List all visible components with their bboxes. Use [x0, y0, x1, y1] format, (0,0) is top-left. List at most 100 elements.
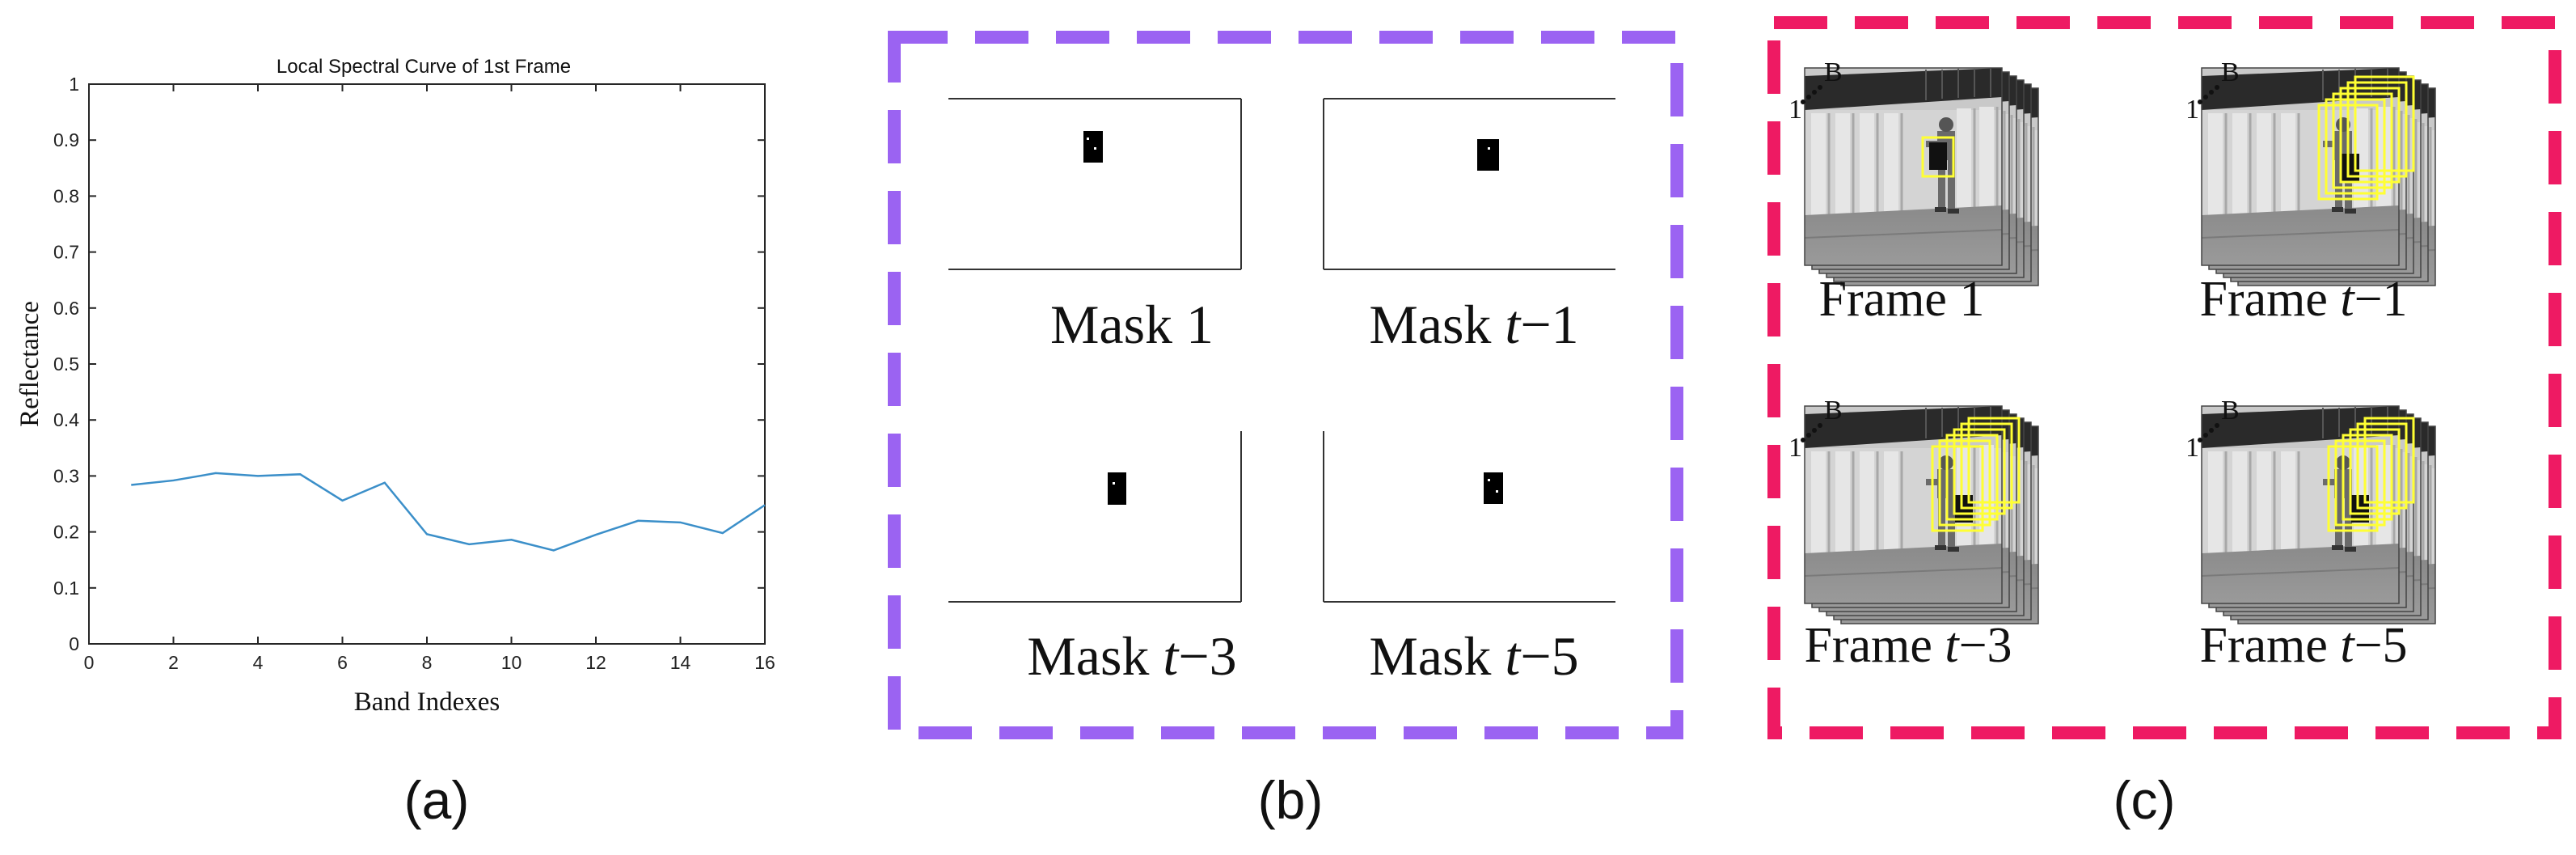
series: [131, 472, 766, 552]
mask-label-t-5: Mask t−5: [1369, 625, 1578, 687]
x-axis-label: Band Indexes: [354, 688, 500, 717]
frame-stack-1: 1B: [1788, 57, 2039, 286]
y-tick-label: 0.2: [53, 522, 79, 543]
mask-image-1: [948, 98, 1242, 270]
tracking-box: [2317, 104, 2379, 201]
y-tick-label: 0.1: [53, 578, 79, 599]
tracking-box: [1921, 136, 1955, 178]
y-tick-label: 0.4: [53, 409, 79, 430]
band-dot: [2215, 423, 2219, 428]
y-axis-label: Reflectance: [15, 301, 44, 427]
tracking-box: [2349, 428, 2401, 515]
x-tick-label: 8: [422, 652, 433, 673]
band-dot: [2198, 438, 2202, 442]
frame-label-t-5: Frame t−5: [2199, 618, 2407, 673]
frame-stack-t-5: 1B: [2185, 396, 2436, 624]
band-dot: [1812, 90, 1817, 95]
band-label-first: 1: [1788, 95, 1802, 125]
band-label-first: 1: [2185, 433, 2199, 463]
tracking-box: [1938, 439, 1991, 527]
mask-label-1: Mask 1: [1050, 294, 1214, 355]
tracking-box: [1931, 445, 1984, 532]
band-dot: [1812, 428, 1817, 433]
frame-label-t-3: Frame t−3: [1804, 618, 2012, 673]
x-tick-label: 2: [168, 652, 179, 673]
x-tick-label: 6: [337, 652, 348, 673]
tracking-box: [1945, 434, 1999, 521]
spectral-curve-chart: Local Spectral Curve of 1st Frame 0 2 4 6 8 1…: [15, 56, 775, 830]
tracking-box: [2325, 98, 2386, 195]
frame-layer: [2201, 67, 2400, 266]
y-tick-label: 1: [69, 74, 79, 95]
caption-c: (c): [2114, 770, 2176, 830]
band-label-first: 1: [2185, 95, 2199, 125]
mask-blob: [1083, 131, 1103, 163]
band-dot: [2203, 95, 2208, 99]
y-tick-label: 0.6: [53, 298, 79, 319]
x-tick-label: 16: [754, 652, 775, 673]
mask-label-t-1: Mask t−1: [1369, 294, 1578, 355]
mask-blob: [1477, 139, 1499, 171]
frame-stack-t-1: 1B: [2185, 57, 2436, 286]
caption-b: (b): [1258, 770, 1324, 830]
series-line: [131, 472, 766, 552]
band-dot: [1806, 433, 1811, 438]
tracking-box: [2342, 434, 2393, 521]
tracking-box: [2327, 445, 2379, 532]
tick-labels: 0 2 4 6 8 10 12 14 16 0 0.1 0.2 0.3 0.4 0.5 0.6 0.7 0.8 0.…: [53, 74, 775, 673]
x-tick-label: 12: [585, 652, 606, 673]
tracking-box: [2334, 439, 2386, 527]
band-dot: [1818, 423, 1822, 428]
band-dot: [2203, 433, 2208, 438]
y-tick-label: 0: [69, 633, 79, 654]
x-tick-label: 4: [253, 652, 264, 673]
chart-title: Local Spectral Curve of 1st Frame: [277, 56, 571, 78]
mask-panel: Mask 1 Mask t−1 Mask t−3 Mask t−5 (b): [888, 31, 1683, 830]
x-tick-label: 10: [501, 652, 522, 673]
band-dot: [1801, 438, 1805, 442]
y-tick-label: 0.8: [53, 185, 79, 206]
axis-ticks: [88, 83, 766, 645]
frame-label-1: Frame 1: [1819, 272, 1985, 327]
tracking-box: [1960, 422, 2013, 510]
tracking-box: [2339, 87, 2401, 184]
band-dot: [1806, 95, 1811, 99]
x-tick-label: 14: [670, 652, 691, 673]
tracking-box: [1967, 417, 2021, 504]
caption-a: (a): [404, 770, 470, 830]
x-tick-label: 0: [84, 652, 95, 673]
plot-frame: [88, 83, 766, 645]
tracking-box: [2363, 417, 2415, 504]
band-dot: [1801, 99, 1805, 104]
mask-image-t-5: [1323, 431, 1615, 603]
band-label-last: B: [2221, 396, 2240, 425]
y-tick-label: 0.5: [53, 353, 79, 375]
mask-image-t-1: [1323, 98, 1615, 270]
frame-layer: [1804, 67, 2003, 266]
mask-label-t-3: Mask t−3: [1027, 625, 1236, 687]
mask-panel-border: [888, 31, 1683, 739]
mask-image-t-3: [948, 431, 1242, 603]
tracking-box: [1953, 428, 2006, 515]
mask-blob: [1108, 472, 1126, 505]
band-dot: [2209, 428, 2214, 433]
band-dot: [2215, 85, 2219, 90]
frame-layer: [1804, 405, 2003, 604]
y-tick-label: 0.3: [53, 465, 79, 486]
band-label-last: B: [1824, 396, 1843, 425]
band-dot: [2209, 90, 2214, 95]
tracking-box: [2356, 422, 2408, 510]
y-tick-label: 0.7: [53, 242, 79, 263]
band-label-first: 1: [1788, 433, 1802, 463]
frame-stack-t-3: 1B: [1788, 396, 2039, 624]
tracking-box: [2332, 92, 2393, 189]
band-label-last: B: [2221, 57, 2240, 87]
mask-blob: [1484, 472, 1503, 504]
band-dot: [1818, 85, 1822, 90]
frame-panel-border: [1767, 16, 2561, 739]
y-tick-label: 0.9: [53, 129, 79, 150]
target-object: [1929, 142, 1947, 170]
band-label-last: B: [1824, 57, 1843, 87]
